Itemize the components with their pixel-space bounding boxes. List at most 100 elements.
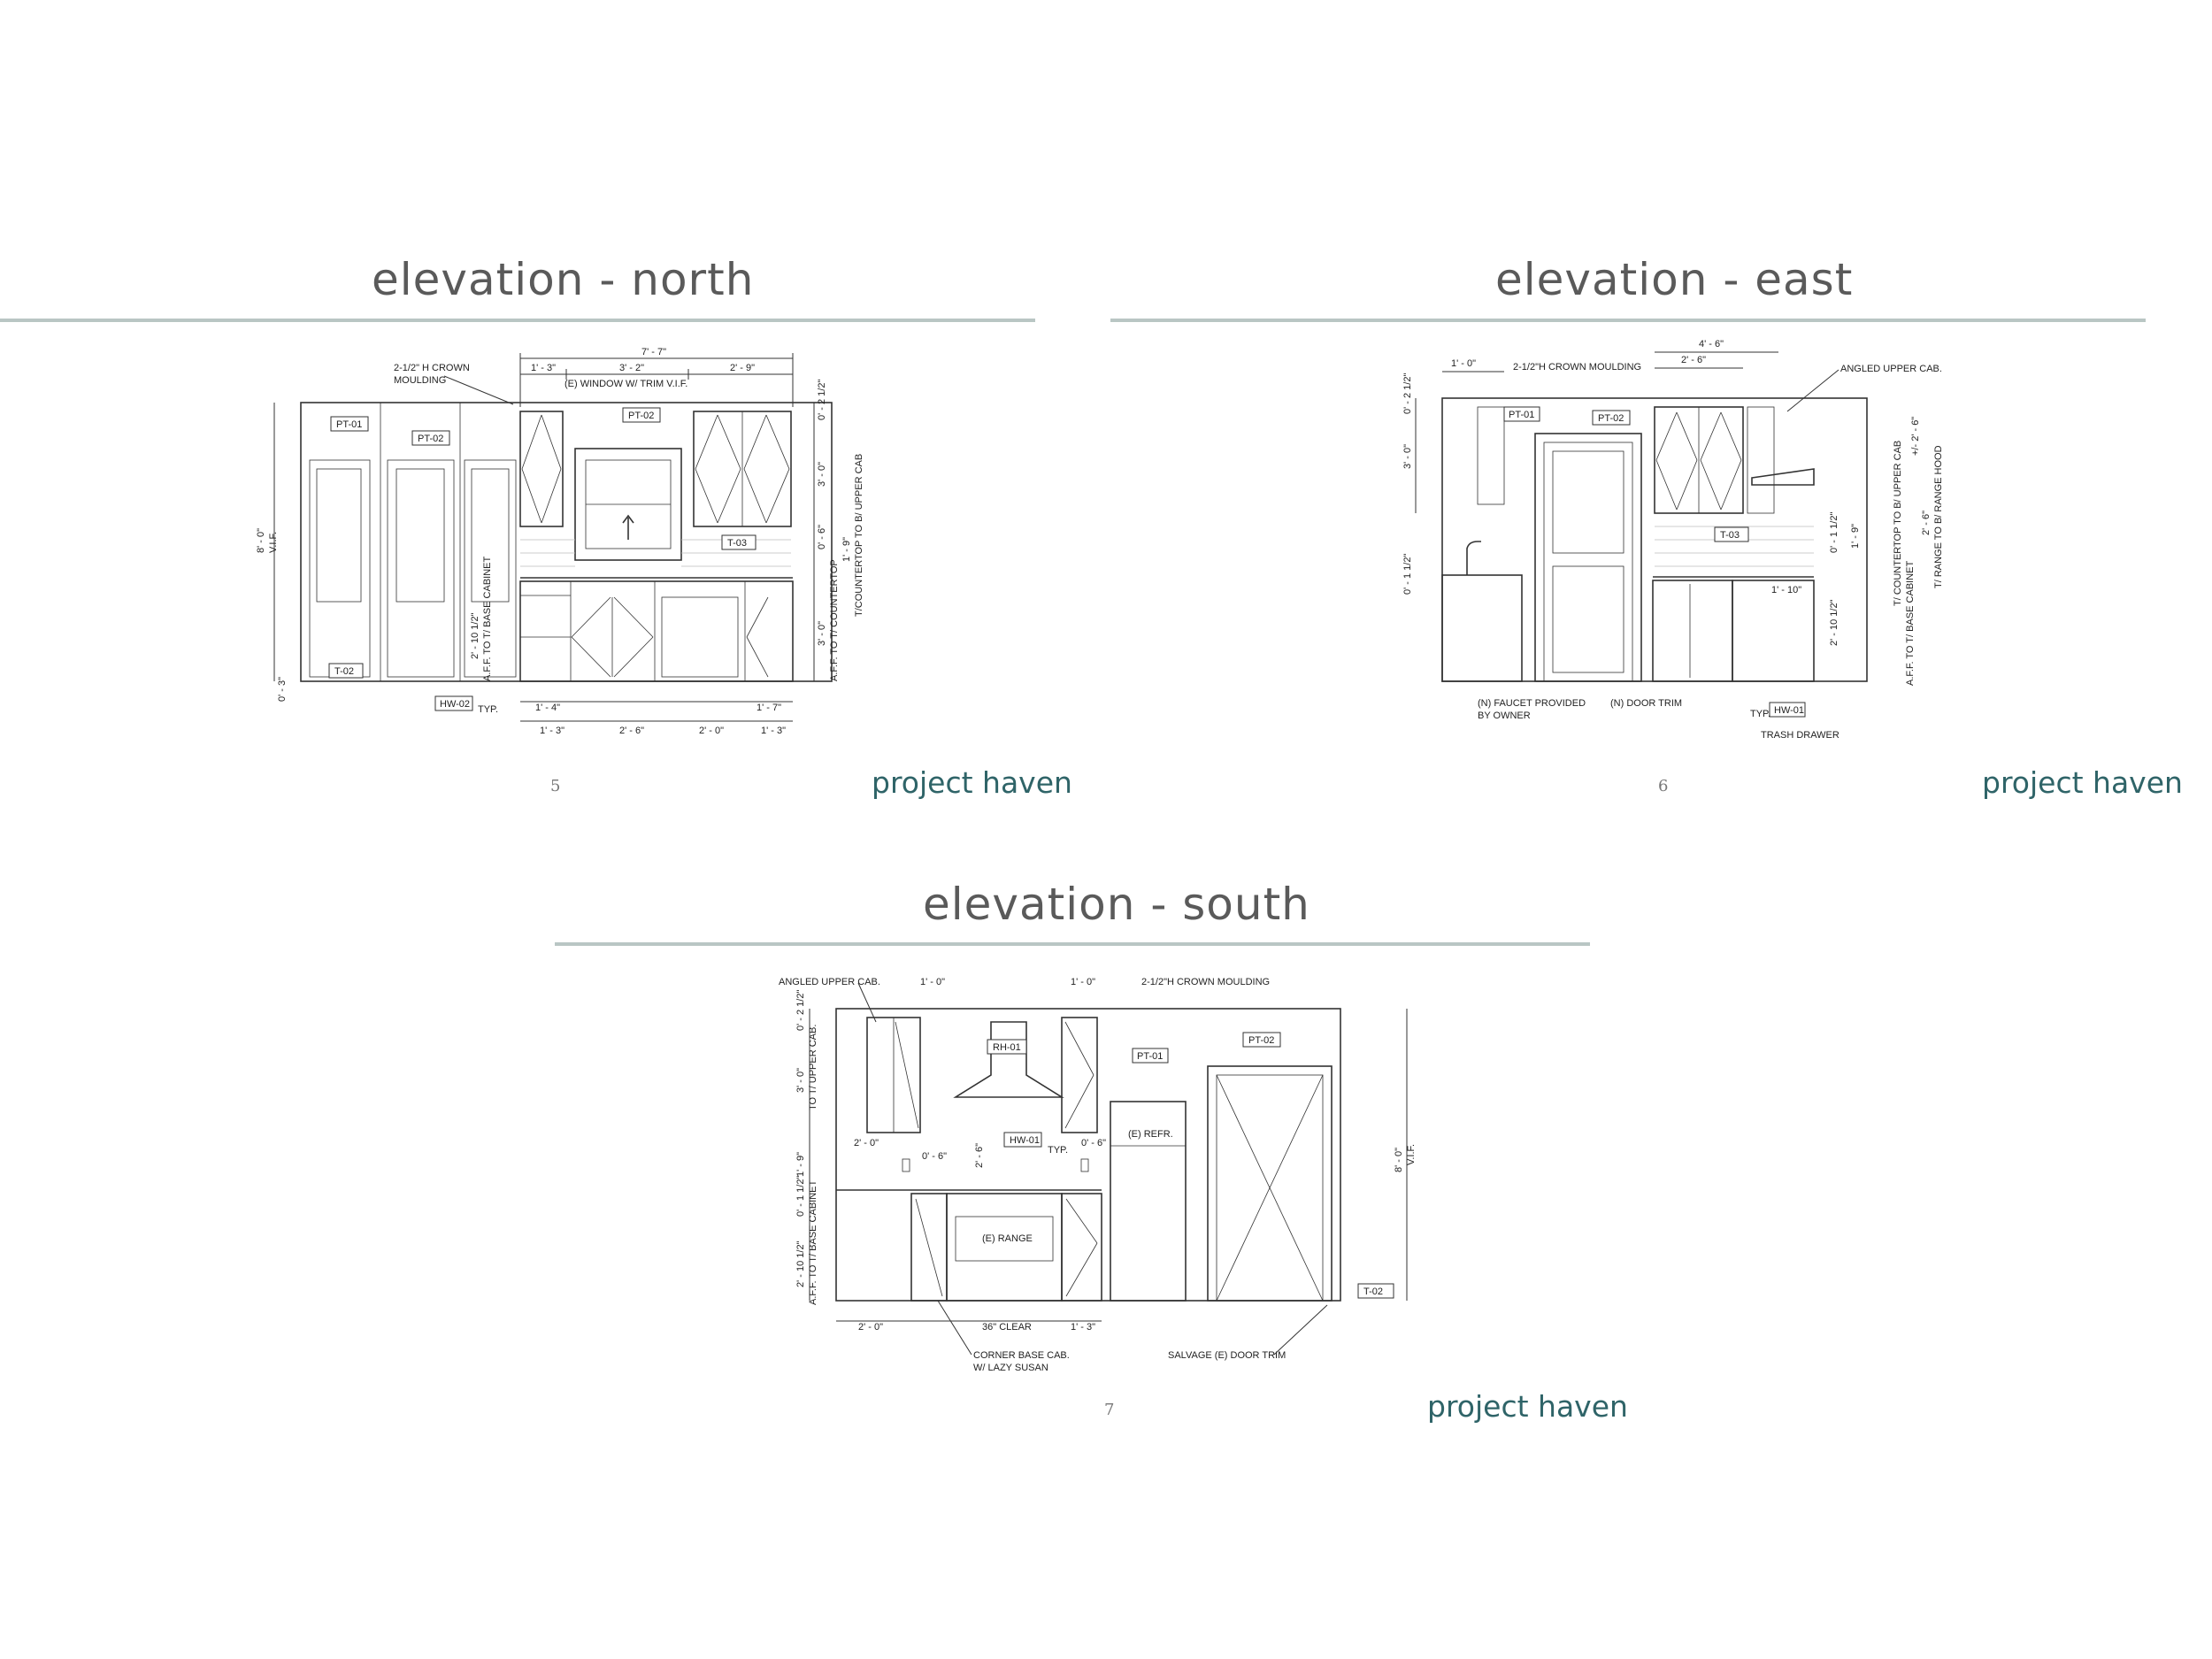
- south-dim-26: 2' - 6": [974, 1143, 985, 1168]
- south-dim-19: 1' - 9": [795, 1152, 806, 1177]
- south-page-number: 7: [1104, 1401, 1115, 1419]
- north-crown-label: 2-1/2" H CROWN: [394, 363, 470, 373]
- south-tag-pt02: PT-02: [1248, 1035, 1274, 1046]
- east-door-label: (N) DOOR TRIM: [1610, 698, 1682, 709]
- east-trash-label: TRASH DRAWER: [1761, 730, 1839, 741]
- east-dim-30: 3' - 0": [1402, 444, 1413, 469]
- south-typ: TYP.: [1048, 1145, 1068, 1156]
- south-corner-label-2: W/ LAZY SUSAN: [973, 1363, 1048, 1373]
- east-crown-label: 2-1/2"H CROWN MOULDING: [1513, 362, 1641, 373]
- south-brand: project haven: [1427, 1389, 1628, 1424]
- south-tag-t02: T-02: [1363, 1286, 1383, 1297]
- south-elevation-drawing: RH-01 (E) RANGE (E) REFR. ANGLED UPPER C…: [779, 977, 1417, 1373]
- north-dim-13c: 1' - 3": [761, 726, 786, 736]
- east-dim-0112: 0' - 1 1/2": [1402, 554, 1413, 595]
- north-dim-8: 8' - 0": [256, 528, 266, 553]
- east-dim-10: 1' - 0": [1451, 358, 1476, 369]
- east-typ: TYP.: [1750, 709, 1770, 719]
- south-salvage-label: SALVAGE (E) DOOR TRIM: [1168, 1350, 1286, 1361]
- north-dim-13b: 1' - 3": [540, 726, 565, 736]
- south-dim-20b: 2' - 0": [858, 1322, 883, 1333]
- north-dim-03: 0' - 3": [277, 677, 288, 702]
- north-dim-base: A.F.F. TO T/ BASE CABINET: [482, 557, 493, 681]
- north-tag-hw02: HW-02: [440, 699, 470, 710]
- south-vif: V.I.F.: [1406, 1144, 1417, 1165]
- north-dim-13: 1' - 3": [531, 363, 556, 373]
- east-dim-base: A.F.F. TO T/ BASE CABINET: [1905, 561, 1916, 686]
- south-dim-13: 1' - 3": [1071, 1322, 1095, 1333]
- north-tag-pt01: PT-01: [336, 419, 362, 430]
- east-dim-19: 1' - 9": [1850, 524, 1861, 549]
- north-dim-20: 2' - 0": [699, 726, 724, 736]
- south-title-rule: [555, 942, 1590, 946]
- north-dim-counter: A.F.F. TO T/ COUNTERTOP: [829, 559, 840, 681]
- south-dim-uppercab: TO T/ UPPER CAB.: [808, 1025, 818, 1110]
- north-dim-06: 0' - 6": [817, 525, 827, 549]
- east-tag-t03: T-03: [1720, 530, 1740, 541]
- east-dim-uppercab: T/ COUNTERTOP TO B/ UPPER CAB: [1893, 441, 1903, 606]
- north-window-label: (E) WINDOW W/ TRIM V.I.F.: [565, 379, 687, 389]
- east-tag-pt01: PT-01: [1509, 410, 1534, 420]
- south-tag-rh01: RH-01: [993, 1042, 1021, 1053]
- east-brand: project haven: [1982, 765, 2183, 800]
- south-dim-06b: 0' - 6": [1081, 1138, 1106, 1148]
- east-dim-hood: T/ RANGE TO B/ RANGE HOOD: [1933, 445, 1944, 588]
- south-angled-label: ANGLED UPPER CAB.: [779, 977, 880, 987]
- north-brand: project haven: [872, 765, 1072, 800]
- south-crown-label: 2-1/2"H CROWN MOULDING: [1141, 977, 1270, 987]
- south-dim-20: 2' - 0": [854, 1138, 879, 1148]
- north-dim-top: 7' - 7": [641, 347, 666, 357]
- east-elevation-drawing: 1' - 0" 2-1/2"H CROWN MOULDING 4' - 6" 2…: [1402, 339, 1944, 741]
- east-tag-pt02: PT-02: [1598, 413, 1624, 424]
- east-title-rule: [1110, 319, 2146, 322]
- south-tag-hw01: HW-01: [1010, 1135, 1040, 1146]
- east-dim-426: +/- 2' - 6": [1910, 417, 1921, 456]
- south-dim-30: 3' - 0": [795, 1068, 806, 1093]
- south-dim-base: A.F.F. TO T/ BASE CABINET: [808, 1180, 818, 1305]
- north-title-rule: [0, 319, 1035, 322]
- east-faucet-label: (N) FAUCET PROVIDED: [1478, 698, 1586, 709]
- south-dim-10: 1' - 0": [920, 977, 945, 987]
- north-dim-19: 1' - 9": [841, 537, 852, 562]
- north-dim-32: 3' - 2": [619, 363, 644, 373]
- east-dim-0112b: 0' - 1 1/2": [1829, 512, 1839, 553]
- north-dim-14: 1' - 4": [535, 703, 560, 713]
- south-dim-0212: 0' - 2 1/2": [795, 990, 806, 1031]
- north-dim-2102: 2' - 10 1/2": [470, 612, 480, 659]
- south-dim-10b: 1' - 0": [1071, 977, 1095, 987]
- south-title: elevation - south: [923, 879, 1310, 930]
- east-angled-label: ANGLED UPPER CAB.: [1840, 364, 1942, 374]
- north-dim-30b: 3' - 0": [817, 621, 827, 646]
- east-faucet-label-2: BY OWNER: [1478, 710, 1531, 721]
- north-dim-29: 2' - 9": [730, 363, 755, 373]
- north-dim-212: 0' - 2 1/2": [817, 380, 827, 420]
- north-vif: V.I.F.: [268, 532, 279, 553]
- south-dim-0112: 0' - 1 1/2": [795, 1176, 806, 1217]
- south-tag-pt01: PT-01: [1137, 1051, 1163, 1062]
- south-dim-06: 0' - 6": [922, 1151, 947, 1162]
- south-refr-label: (E) REFR.: [1128, 1129, 1173, 1140]
- north-dim-26: 2' - 6": [619, 726, 644, 736]
- south-dim-8: 8' - 0": [1394, 1148, 1404, 1172]
- east-dim-1010: 1' - 10": [1771, 585, 1801, 595]
- south-range-label: (E) RANGE: [982, 1233, 1033, 1244]
- north-crown-label-2: MOULDING: [394, 375, 446, 386]
- east-page-number: 6: [1658, 777, 1669, 795]
- south-dim-clear: 36" CLEAR: [982, 1322, 1032, 1333]
- north-page-number: 5: [550, 777, 561, 795]
- north-dim-30: 3' - 0": [817, 462, 827, 487]
- north-tag-t02: T-02: [334, 666, 354, 677]
- north-elevation-drawing: 7' - 7" 1' - 3" 3' - 2" 2' - 9" (E) WIND…: [256, 347, 864, 736]
- east-dim-0212: 0' - 2 1/2": [1402, 373, 1413, 414]
- east-dim-26b: 2' - 6": [1921, 511, 1932, 535]
- north-dim-uppercab: T/COUNTERTOP TO B/ UPPER CAB: [854, 454, 864, 617]
- east-title: elevation - east: [1495, 254, 1854, 305]
- north-tag-pt02-a: PT-02: [418, 434, 443, 444]
- east-dim-2102: 2' - 10 1/2": [1829, 599, 1839, 646]
- north-tag-pt02-b: PT-02: [628, 411, 654, 421]
- south-dim-2102: 2' - 10 1/2": [795, 1240, 806, 1287]
- north-title: elevation - north: [372, 254, 755, 305]
- east-dim-26: 2' - 6": [1681, 355, 1706, 365]
- east-dim-46: 4' - 6": [1699, 339, 1724, 349]
- north-typ: TYP.: [478, 704, 498, 715]
